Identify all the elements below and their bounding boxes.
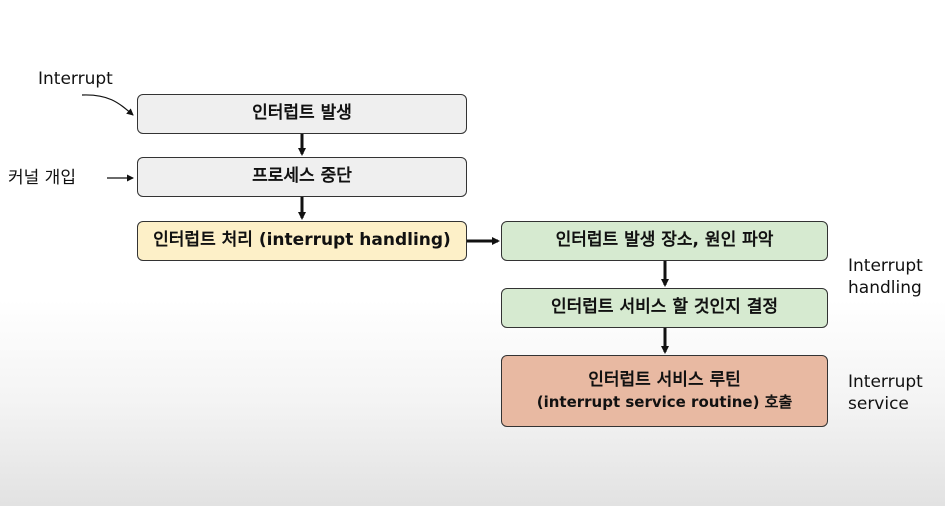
interrupt-occur-box: 인터럽트 발생 [137, 94, 467, 134]
interrupt-service-label-line2: service [848, 394, 909, 415]
interrupt-handling-text: 인터럽트 처리 (interrupt handling) [153, 230, 451, 251]
service-routine-text-line1: 인터럽트 서비스 루틴 [588, 369, 741, 390]
interrupt-handling-box: 인터럽트 처리 (interrupt handling) [137, 221, 467, 261]
service-routine-box: 인터럽트 서비스 루틴 (interrupt service routine) … [501, 355, 828, 427]
locate-cause-box: 인터럽트 발생 장소, 원인 파악 [501, 221, 828, 261]
interrupt-occur-text: 인터럽트 발생 [252, 103, 352, 124]
arrow-interrupt-label [81, 94, 134, 116]
interrupt-handling-label-line2: handling [848, 278, 922, 299]
interrupt-handling-label: Interrupt handling [848, 255, 923, 299]
interrupt-handling-label-line1: Interrupt [848, 256, 923, 276]
process-halt-box: 프로세스 중단 [137, 157, 467, 197]
interrupt-service-label-line1: Interrupt [848, 372, 923, 392]
process-halt-text: 프로세스 중단 [252, 166, 352, 187]
service-routine-text-line2: (interrupt service routine) 호출 [536, 393, 793, 412]
locate-cause-text: 인터럽트 발생 장소, 원인 파악 [555, 230, 774, 251]
interrupt-service-label: Interrupt service [848, 371, 923, 415]
decide-service-text: 인터럽트 서비스 할 것인지 결정 [551, 297, 778, 318]
kernel-intervention-label: 커널 개입 [8, 168, 76, 188]
decide-service-box: 인터럽트 서비스 할 것인지 결정 [501, 288, 828, 328]
interrupt-label: Interrupt [38, 69, 113, 89]
